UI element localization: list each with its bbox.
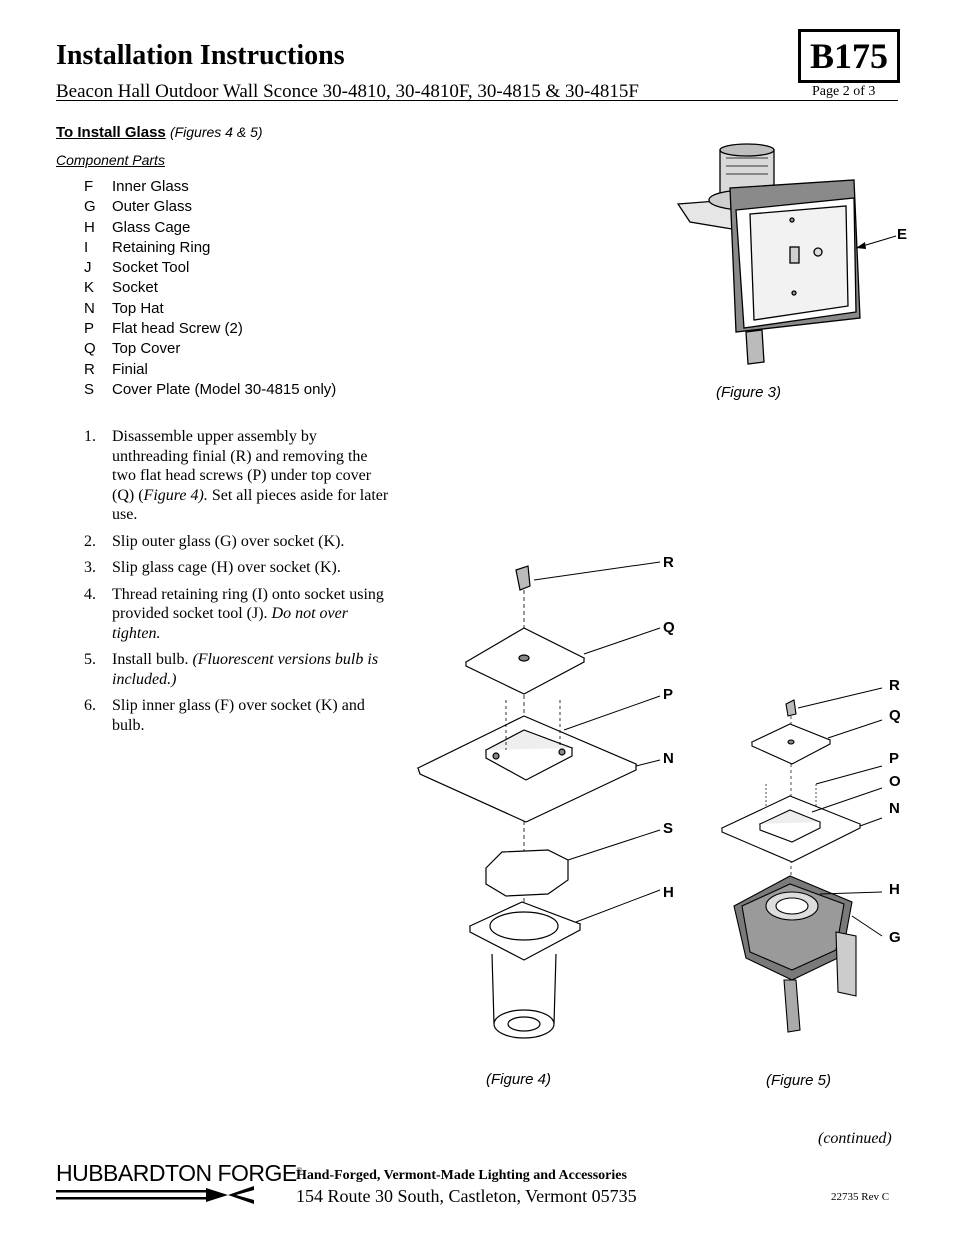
document-subtitle: Beacon Hall Outdoor Wall Sconce 30-4810,… <box>56 81 639 102</box>
footer-address: 154 Route 30 South, Castleton, Vermont 0… <box>296 1186 637 1206</box>
figure-5-caption: (Figure 5) <box>766 1072 832 1089</box>
figure-4-drawing <box>416 561 661 1039</box>
instruction-steps: 1.Disassemble upper assembly by unthread… <box>84 427 394 742</box>
component-parts-heading: Component Parts <box>56 152 165 168</box>
section-title: To Install Glass <box>56 124 166 141</box>
document-title: Installation Instructions <box>56 40 345 71</box>
section-heading: To Install Glass (Figures 4 & 5) <box>56 124 263 141</box>
figure-3-callout-e: E <box>897 226 908 243</box>
figure-5-callout-p: P <box>889 750 900 767</box>
step-item: 3.Slip glass cage (H) over socket (K). <box>84 559 341 576</box>
figure-4-caption: (Figure 4) <box>486 1071 552 1088</box>
step-item: 1.Disassemble upper assembly by unthread… <box>84 428 389 523</box>
header-rule <box>56 100 898 101</box>
figure-4-callout-p: P <box>663 686 674 703</box>
step-item: 4.Thread retaining ring (I) onto socket … <box>84 585 384 642</box>
figure-4-callout-q: Q <box>663 619 675 636</box>
continued-note: (continued) <box>818 1130 892 1147</box>
figure-5-callout-q: Q <box>889 707 901 724</box>
figure-4-callout-h: H <box>663 884 674 901</box>
footer-tagline: Hand-Forged, Vermont-Made Lighting and A… <box>296 1168 627 1183</box>
section-figures-ref: (Figures 4 & 5) <box>169 124 263 140</box>
step-item: 6.Slip inner glass (F) over socket (K) a… <box>84 697 365 734</box>
figure-3-caption: (Figure 3) <box>716 384 782 401</box>
figure-5-callout-o: O <box>889 773 901 790</box>
figure-5-callout-h: H <box>889 881 900 898</box>
figure-4-callout-r: R <box>663 554 674 571</box>
figure-5-callout-n: N <box>889 800 900 817</box>
figure-5-callout-g: G <box>889 929 901 946</box>
brand-forge-mark-icon <box>56 1186 254 1204</box>
figure-4-callout-s: S <box>663 820 674 837</box>
page-number: Page 2 of 3 <box>812 84 876 99</box>
document-code-box: B175 <box>798 29 900 83</box>
step-item: 2.Slip outer glass (G) over socket (K). <box>84 532 345 550</box>
figure-5-callout-r: R <box>889 677 900 694</box>
figure-3-drawing <box>676 143 897 365</box>
figure-4-callout-n: N <box>663 750 674 767</box>
revision-code: 22735 Rev C <box>831 1191 890 1203</box>
step-item: 5.Install bulb. (Fluorescent versions bu… <box>84 651 379 688</box>
figure-5-drawing <box>720 687 883 1033</box>
brand-logo: HUBBARDTON FORGE® <box>56 1160 302 1186</box>
